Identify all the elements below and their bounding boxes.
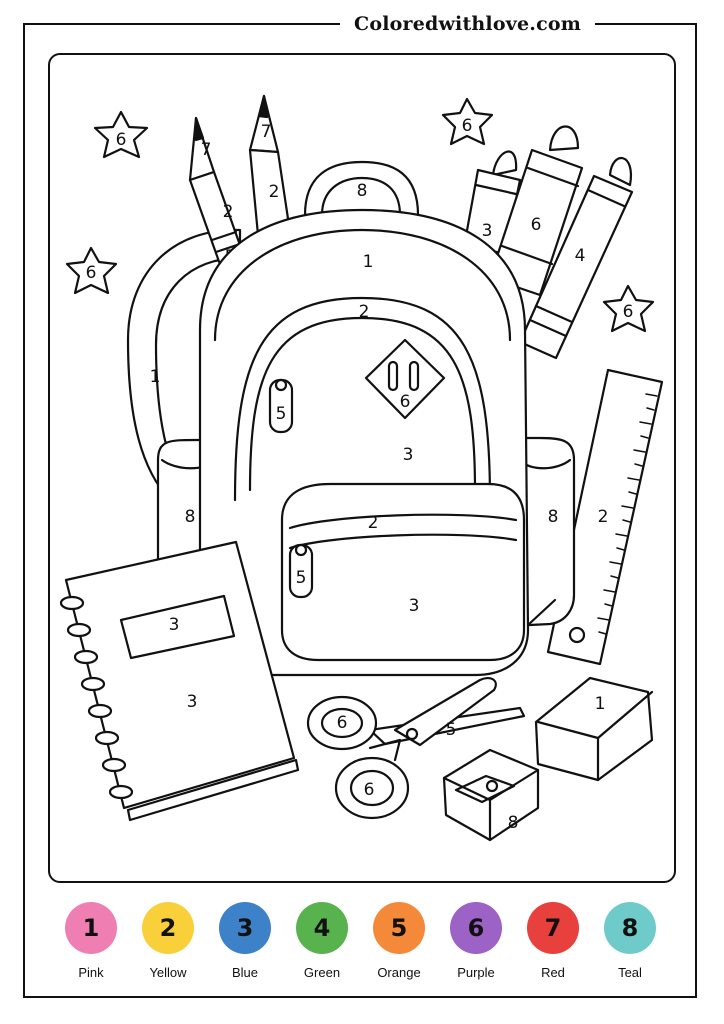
region-number: 8 — [357, 181, 368, 201]
color-swatch: 3 — [219, 902, 271, 954]
region-number: 3 — [187, 692, 198, 712]
eraser: 1 — [534, 676, 654, 782]
region-number: 1 — [150, 367, 161, 387]
region-number: 2 — [223, 202, 234, 222]
color-legend: 1 Pink 2 Yellow 3 Blue 4 Green 5 Orange … — [56, 902, 668, 992]
region-number: 8 — [548, 507, 559, 527]
region-number: 6 — [364, 780, 375, 800]
region-number: 6 — [400, 392, 411, 412]
color-name: Orange — [377, 965, 421, 980]
scissors: 6 6 5 — [306, 676, 526, 820]
color-swatch: 8 — [604, 902, 656, 954]
region-number: 8 — [185, 507, 196, 527]
backpack-tag: 6 — [364, 338, 446, 420]
crayon-2: 6 — [488, 125, 584, 297]
region-number: 1 — [595, 694, 606, 714]
legend-item: 2 Yellow — [133, 902, 203, 980]
color-name: Green — [303, 965, 341, 980]
region-number: 8 — [508, 813, 519, 833]
region-number: 5 — [276, 404, 287, 424]
color-swatch: 6 — [450, 902, 502, 954]
color-name: Yellow — [149, 965, 187, 980]
region-number: 2 — [368, 513, 379, 533]
region-number: 6 — [337, 713, 348, 733]
legend-item: 6 Purple — [441, 902, 511, 980]
color-swatch: 1 — [65, 902, 117, 954]
region-number: 2 — [598, 507, 609, 527]
region-number: 6 — [531, 215, 542, 235]
legend-item: 1 Pink — [56, 902, 126, 980]
pencil-right: 7 2 — [248, 94, 292, 237]
coloring-area-frame — [48, 53, 676, 883]
color-swatch: 2 — [142, 902, 194, 954]
front-pocket: 2 3 — [280, 482, 526, 662]
region-number: 2 — [269, 182, 280, 202]
color-swatch: 5 — [373, 902, 425, 954]
region-number: 3 — [403, 445, 414, 465]
region-number: 6 — [623, 302, 634, 322]
region-number: 2 — [359, 302, 370, 322]
region-number: 1 — [363, 252, 374, 272]
notebook: 3 3 — [59, 540, 300, 822]
color-name: Blue — [231, 965, 259, 980]
color-swatch: 7 — [527, 902, 579, 954]
region-number: 5 — [296, 568, 307, 588]
region-number: 6 — [462, 116, 473, 136]
crayon-3: 4 — [518, 157, 634, 360]
zip-pull-lower: 5 — [288, 543, 314, 599]
legend-item: 5 Orange — [364, 902, 434, 980]
color-name: Red — [541, 965, 565, 980]
region-number: 7 — [261, 122, 272, 142]
region-number: 3 — [409, 596, 420, 616]
region-number: 3 — [482, 221, 493, 241]
star-icon: 6 — [93, 110, 149, 159]
legend-item: 3 Blue — [210, 902, 280, 980]
star-icon: 6 — [602, 284, 655, 333]
region-number: 6 — [116, 130, 127, 150]
brand-title: Coloredwithlove.com — [340, 10, 596, 38]
star-icon: 6 — [441, 97, 494, 146]
zip-pull-upper: 5 — [268, 378, 294, 434]
color-name: Purple — [457, 965, 495, 980]
region-number: 6 — [86, 263, 97, 283]
star-icon: 6 — [65, 246, 118, 295]
backpack-handle: 8 — [303, 160, 420, 217]
region-number: 3 — [169, 615, 180, 635]
region-number: 7 — [201, 140, 212, 160]
legend-item: 4 Green — [287, 902, 357, 980]
pencil-sharpener: 8 — [442, 748, 540, 842]
color-swatch: 4 — [296, 902, 348, 954]
legend-item: 7 Red — [518, 902, 588, 980]
region-number: 4 — [575, 246, 586, 266]
color-name: Pink — [78, 965, 104, 980]
pencil-left: 7 2 5 — [188, 116, 248, 272]
color-name: Teal — [618, 965, 642, 980]
region-number: 5 — [446, 720, 457, 740]
legend-item: 8 Teal — [595, 902, 665, 980]
